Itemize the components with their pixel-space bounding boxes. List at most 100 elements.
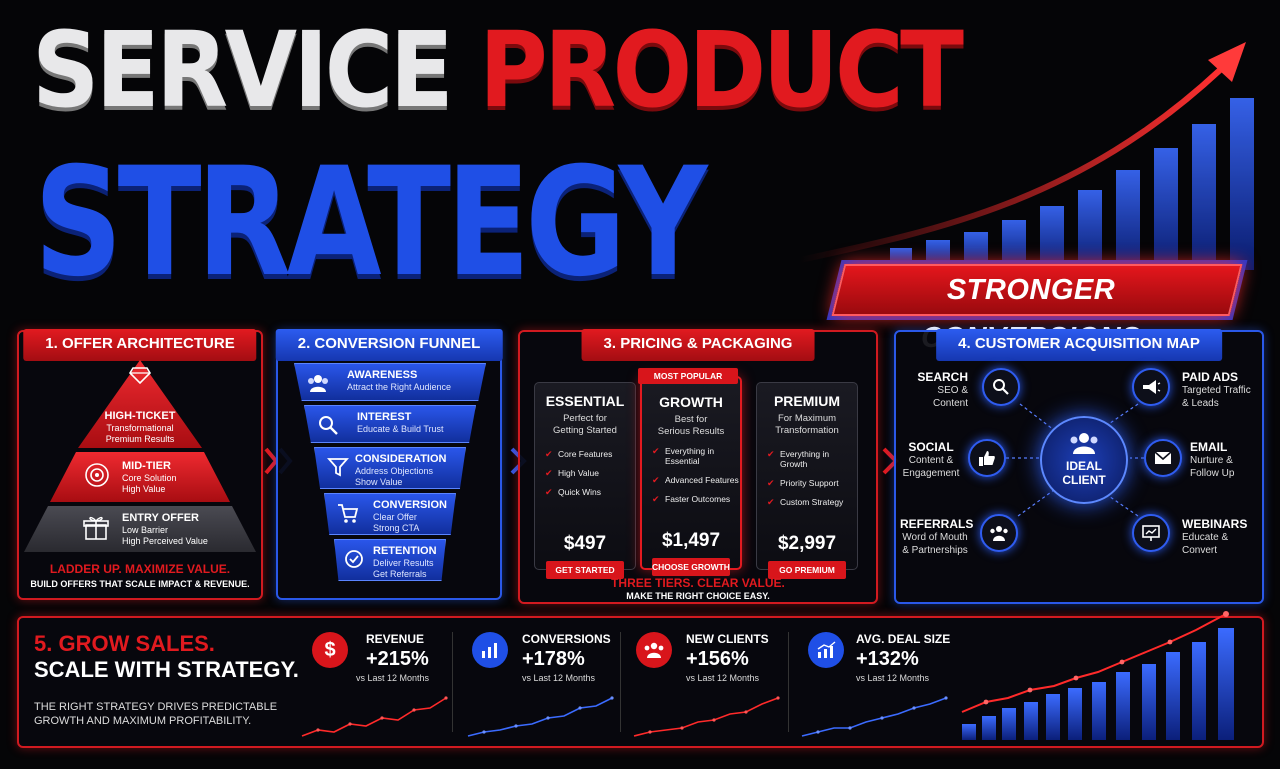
growth-body: THE RIGHT STRATEGY DRIVES PREDICTABLE GR… (34, 700, 277, 728)
tier-high-ticket-name: HIGH-TICKET (104, 410, 176, 422)
plan-feature: Advanced Features (652, 475, 740, 485)
growth-body-line-1: THE RIGHT STRATEGY DRIVES PREDICTABLE (34, 701, 278, 713)
funnel-step-desc: Address Objections (355, 466, 434, 476)
funnel-step-name: AWARENESS (347, 369, 418, 381)
paid-ads-channel-node[interactable] (1132, 368, 1170, 406)
stat-sub: vs Last 12 Months (522, 673, 596, 683)
tier-mid: MID-TIER Core Solution High Value (122, 460, 177, 495)
choose-growth-button[interactable]: CHOOSE GROWTH (652, 558, 730, 576)
pricing-tagline: THREE TIERS. CLEAR VALUE. (611, 576, 785, 590)
search-channel-node[interactable] (982, 368, 1020, 406)
channel-desc: Educate & (1182, 532, 1229, 543)
tier-entry-desc-1: Low Barrier (122, 525, 169, 535)
tier-entry-name: ENTRY OFFER (122, 512, 200, 524)
channel-desc: Nurture & (1190, 455, 1233, 466)
stat-value: +132% (856, 648, 919, 670)
plan-subtitle-2: Getting Started (553, 425, 617, 436)
plan-name: ESSENTIAL (545, 393, 625, 409)
channel-desc: Word of Mouth (902, 532, 968, 543)
channel-desc-2: & Leads (1182, 398, 1219, 409)
people-icon (308, 375, 328, 392)
plan-feature: High Value (545, 468, 635, 478)
channel-desc: Content & (908, 455, 954, 466)
funnel-step-desc: Attract the Right Audience (347, 382, 452, 392)
stat-label: REVENUE (366, 632, 425, 646)
diamond-icon (129, 367, 151, 384)
growth-body-line-2: GROWTH AND MAXIMUM PROFITABILITY. (34, 715, 252, 727)
tier-entry-desc-2: High Perceived Value (122, 536, 208, 546)
channel-name: EMAIL (1190, 440, 1228, 454)
referrals-channel-node[interactable] (980, 514, 1018, 552)
growth-bar-chart (961, 611, 1234, 740)
plan-feature: Priority Support (767, 478, 857, 488)
offer-subline: BUILD OFFERS THAT SCALE IMPACT & REVENUE… (30, 579, 250, 589)
channel-name: REFERRALS (900, 517, 974, 531)
gift-icon (83, 516, 109, 540)
tier-entry: ENTRY OFFER Low Barrier High Perceived V… (122, 512, 208, 547)
people-icon (1070, 433, 1098, 454)
stat-value: +178% (522, 648, 585, 670)
conversions-sparkline (467, 696, 614, 737)
channel-name: WEBINARS (1182, 517, 1248, 531)
channel-desc-2: & Partnerships (902, 545, 968, 556)
magnifier-icon (993, 379, 1009, 395)
acquisition-map-title: 4. CUSTOMER ACQUISITION MAP (936, 329, 1222, 361)
presentation-icon (1142, 525, 1160, 541)
plan-subtitle-2: Transformation (775, 425, 839, 436)
go-premium-button[interactable]: GO PREMIUM (768, 561, 846, 579)
page-title-line-1: SERVICE PRODUCT (32, 18, 964, 122)
channel-desc: SEO & Content (932, 385, 968, 409)
email-channel-node[interactable] (1144, 439, 1182, 477)
offer-architecture-title: 1. OFFER ARCHITECTURE (23, 329, 257, 361)
tier-mid-desc-1: Core Solution (122, 473, 177, 483)
target-icon (85, 463, 109, 487)
ideal-client-hub: IDEAL CLIENT (1040, 416, 1128, 504)
plan-price: $2,997 (777, 533, 837, 554)
stat-sub: vs Last 12 Months (356, 673, 430, 683)
pricing-title: 3. PRICING & PACKAGING (581, 329, 815, 361)
funnel-step-name: INTEREST (357, 411, 412, 423)
plan-name: GROWTH (659, 394, 723, 410)
funnel-step-desc-2: Show Value (355, 477, 403, 487)
plan-subtitle-2: Serious Results (657, 426, 725, 437)
search-icon (319, 416, 338, 435)
bar-chart-icon (472, 632, 508, 668)
plan-feature: Everything in Growth (767, 449, 857, 469)
most-popular-badge: MOST POPULAR (638, 368, 738, 384)
offer-tagline: LADDER UP. MAXIMIZE VALUE. (49, 562, 231, 576)
channel-name: SOCIAL (908, 440, 954, 454)
social-channel-node[interactable] (968, 439, 1006, 477)
funnel-step-desc: Deliver Results (373, 558, 434, 568)
title-word-product: PRODUCT (479, 9, 964, 131)
channel-desc-2: Convert (1182, 545, 1218, 556)
get-started-button[interactable]: GET STARTED (546, 561, 624, 579)
hub-label-2: CLIENT (1062, 473, 1106, 487)
stat-label: AVG. DEAL SIZE (856, 632, 951, 646)
tier-high-ticket: HIGH-TICKET Transformational Premium Res… (100, 410, 180, 445)
dollar-icon: $ (312, 632, 348, 668)
channel-desc-2: Follow Up (1190, 468, 1235, 479)
envelope-icon (1154, 451, 1172, 464)
plan-feature: Everything in Essential (652, 446, 740, 466)
channel-desc: Targeted Traffic (1182, 385, 1251, 396)
thumbs-up-icon (979, 451, 995, 466)
plan-feature: Quick Wins (545, 487, 635, 497)
stat-sub: vs Last 12 Months (686, 673, 760, 683)
webinars-channel-node[interactable] (1132, 514, 1170, 552)
revenue-sparkline (301, 696, 448, 737)
stat-label: CONVERSIONS (522, 632, 611, 646)
title-word-strategy: STRATEGY (34, 136, 708, 310)
plan-feature: Faster Outcomes (652, 494, 740, 504)
stat-sub: vs Last 12 Months (856, 673, 930, 683)
